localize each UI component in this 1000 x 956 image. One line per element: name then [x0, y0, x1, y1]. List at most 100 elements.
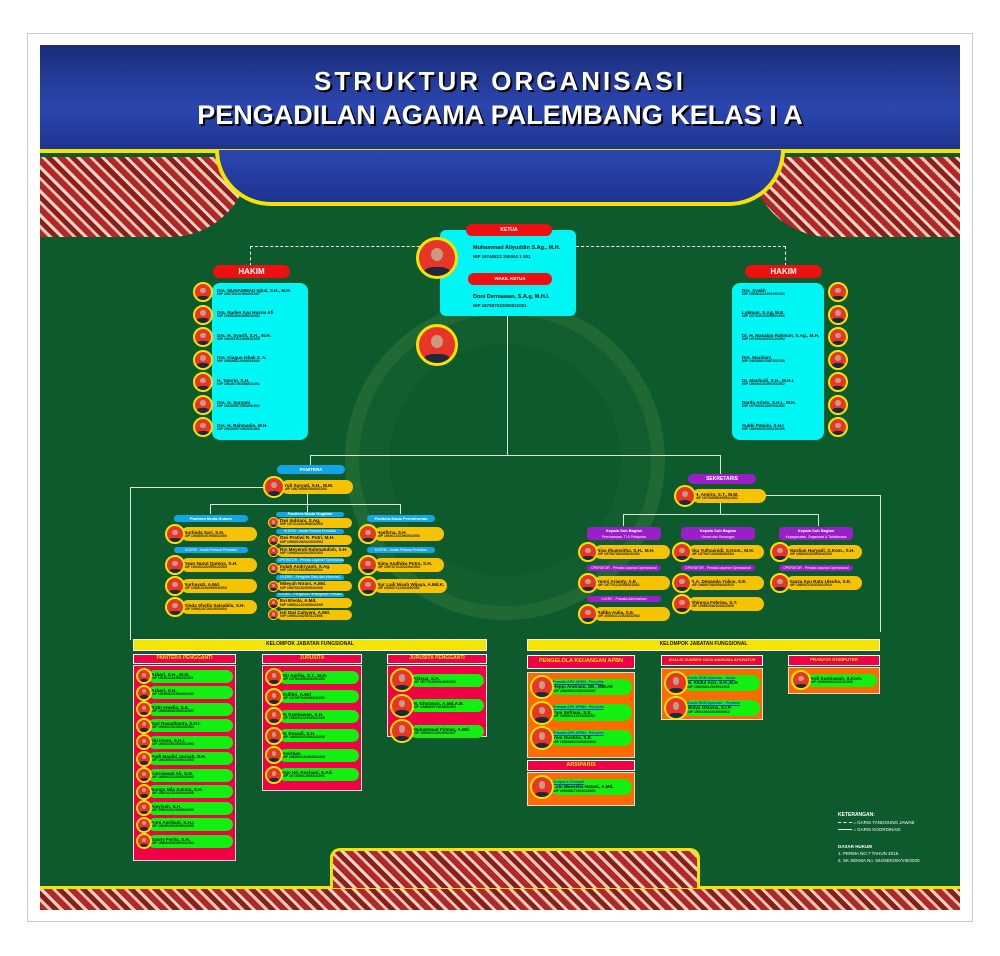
person-name: Rizki Amelia, S.E. [151, 704, 190, 710]
keuangan-header: PENGELOLA KEUANGAN APBN [527, 655, 635, 669]
panitera-photo [263, 476, 285, 498]
person-name: Dean Nurul Qumria, S.H. [184, 560, 238, 566]
person-name: Mardian Haryadi, S.Kom., S.H. [789, 547, 855, 553]
person-info: Sauza Ayu Ratu Ulsuha, S.E.NIP 198001102… [786, 576, 862, 590]
person-nip: NIP 199802082023022009 [691, 603, 734, 608]
person-nip: NIP 198005102006041006 [282, 735, 325, 740]
person-photo [390, 693, 414, 718]
role-label: OPERATOR - Penata Layanan Operasional [681, 565, 755, 571]
person-photo [530, 775, 554, 799]
person-photo [193, 304, 213, 325]
person-info: Drs. Kiagus Ishak Z. A.NIP 1966081119930… [213, 355, 308, 364]
person-nip: NIP 198008082006042002 [151, 708, 194, 713]
person-name: Mileyah Nirani, A.Md. [280, 581, 327, 586]
songket-ornament-bottom [40, 886, 960, 910]
person-nip: NIP 196808291994031003 [151, 692, 194, 697]
person-nip: NIP 199511042020122006 [280, 614, 323, 619]
person-info: Nurhayati, A.Md.NIP 198312102006042004 [181, 579, 257, 593]
person-card: Nisa Ilhamsitha, S.H., M.H.NIP 197507082… [578, 542, 670, 562]
role-label: KLERK - Pranata Administrasi [587, 596, 661, 602]
person-photo [578, 604, 598, 624]
person-name: M. Ghozwan, A.Md.A.B. [413, 701, 464, 706]
person-info: Aisyiyah, S.H.NIP 198202022009042006 [148, 801, 233, 815]
person-name: Darda Aristo, S.H.I., M.H. [742, 400, 796, 405]
person-card: Yenni Arianty, S.E.NIP 19770113200601200… [578, 573, 670, 593]
person-photo [268, 609, 279, 621]
person-card: Drs. MUHAMMAD Iqbal, S.H., M.H.NIP 19670… [193, 281, 308, 303]
person-name: Lulu Maesetia Hatani, A.Md. [553, 784, 614, 790]
person-role: Arsiparis Terampil [553, 779, 585, 784]
hakim-right-box [732, 283, 824, 440]
person-card: Sanny Ferita, S.H.NIP 198304052006042004 [136, 833, 233, 849]
person-photo [165, 555, 185, 575]
person-photo [828, 417, 848, 437]
connector-line [400, 504, 401, 514]
person-photo [268, 517, 279, 529]
person-photo [136, 783, 152, 800]
person-nip: NIP 196905201001101006 [742, 426, 785, 431]
person-name: Dr. H. Masalan Rahman, S.Ag., M.H. [742, 332, 820, 338]
person-nip: NIP 197904092006041003 [282, 676, 325, 681]
person-photo [672, 594, 692, 614]
panitera-label: PANITERA [277, 465, 345, 474]
person-nip: NIP 196305011987031005 [742, 359, 785, 364]
panitera-pengganti-header: PANITERA PENGGANTI [133, 654, 236, 664]
role-label: OPERATOR - Penata Layanan Operasional [779, 565, 853, 571]
person-photo [193, 349, 213, 370]
person-name: Dinda Shofia Salsabila, S.H. [184, 602, 245, 608]
person-info: Dr. Machudi, S.H., M.H.I.NIP 19600318199… [738, 378, 830, 387]
person-name: Lukman, S.Ag, M.E. [742, 310, 785, 315]
person-info: Evi Elvola, A.Md.NIP 198511222009042005 [277, 598, 352, 609]
songket-ornament-center [330, 848, 700, 888]
person-nip: NIP 198005232006042007 [553, 688, 596, 693]
person-name: Azhari, S.H. [151, 688, 177, 693]
connector-line [507, 316, 508, 455]
person-name: Aisyiyah, S.H. [151, 803, 182, 809]
person-photo [268, 546, 279, 558]
person-info: Kurniawati Ali, S.H.NIP 1980020220060420… [148, 768, 233, 782]
person-name: Drs. H. Suryani [217, 400, 250, 405]
person-card: Andi Maulid Jaunah, S.H.NIP 198405062009… [136, 750, 233, 767]
legend-dashed-text: = GARIS TANGGUNG JAWAB [853, 820, 915, 825]
person-photo [530, 700, 554, 725]
connector-line [210, 504, 400, 505]
dashed-line [250, 246, 440, 247]
person-name: Subki Pataini, S.H.I [742, 422, 784, 428]
jurusita-box: Eki Aprilia, S.T., M.H.NIP 1979040920060… [262, 665, 362, 791]
person-card: Drs. Kiagus Ishak Z. A.NIP 1966081119930… [193, 349, 308, 371]
person-card: Kurniawati Ali, S.H.NIP 1980020220060420… [136, 767, 233, 783]
person-nip: NIP 198202022009042006 [151, 807, 194, 812]
dashed-line [785, 246, 786, 266]
person-photo [268, 534, 279, 546]
hakim-left-label: HAKIM [213, 265, 290, 278]
person-nip: NIP 197212261998032003 [280, 522, 323, 527]
person-name: M. Abdul Aziz, S.H.,M.H [687, 680, 738, 686]
person-photo [828, 349, 848, 370]
wakil-ketua-name: Doni Dermawan, S.A.g, M.H.I. [473, 294, 550, 300]
legal-basis-title: DASAR HUKUM [838, 844, 872, 849]
person-photo [136, 767, 152, 783]
person-card: Dwi Pratiwi R. Putri, M.H.NIP 1993012820… [268, 534, 352, 546]
person-name: Rafika Aulia, S.E. [597, 609, 635, 615]
person-nip: NIP 196407291988021001 [217, 381, 260, 386]
person-name: Bima Andhika Putra, S.H. [377, 560, 432, 566]
person-info: Drs. MUHAMMAD Iqbal, S.H., M.H.NIP 19670… [213, 288, 308, 297]
person-photo [770, 542, 790, 562]
page-title: STRUKTUR ORGANISASI [314, 66, 686, 96]
person-role: Pranata APK APBN - Penyelia [553, 705, 604, 710]
jurusita-header: JURUSITA [262, 654, 362, 664]
person-info: Nisa Ilhamsitha, S.H., M.H.NIP 197507082… [594, 545, 670, 559]
person-name: Ego Hil. Rochani, S.Ad. [282, 770, 333, 775]
person-nip: NIP 196304211991031003 [742, 291, 785, 296]
jurusita-pengganti-header: JURUSITA PENGGANTI [387, 654, 487, 664]
person-role: Pranata APK APBN - Penyelia [553, 730, 604, 735]
person-photo [193, 372, 213, 392]
person-card: Darda Aristo, S.H.I., M.H.NIP 1979020120… [738, 394, 848, 416]
person-info: Hasfirna, S.H.NIP 196911241994032003 [374, 527, 444, 541]
